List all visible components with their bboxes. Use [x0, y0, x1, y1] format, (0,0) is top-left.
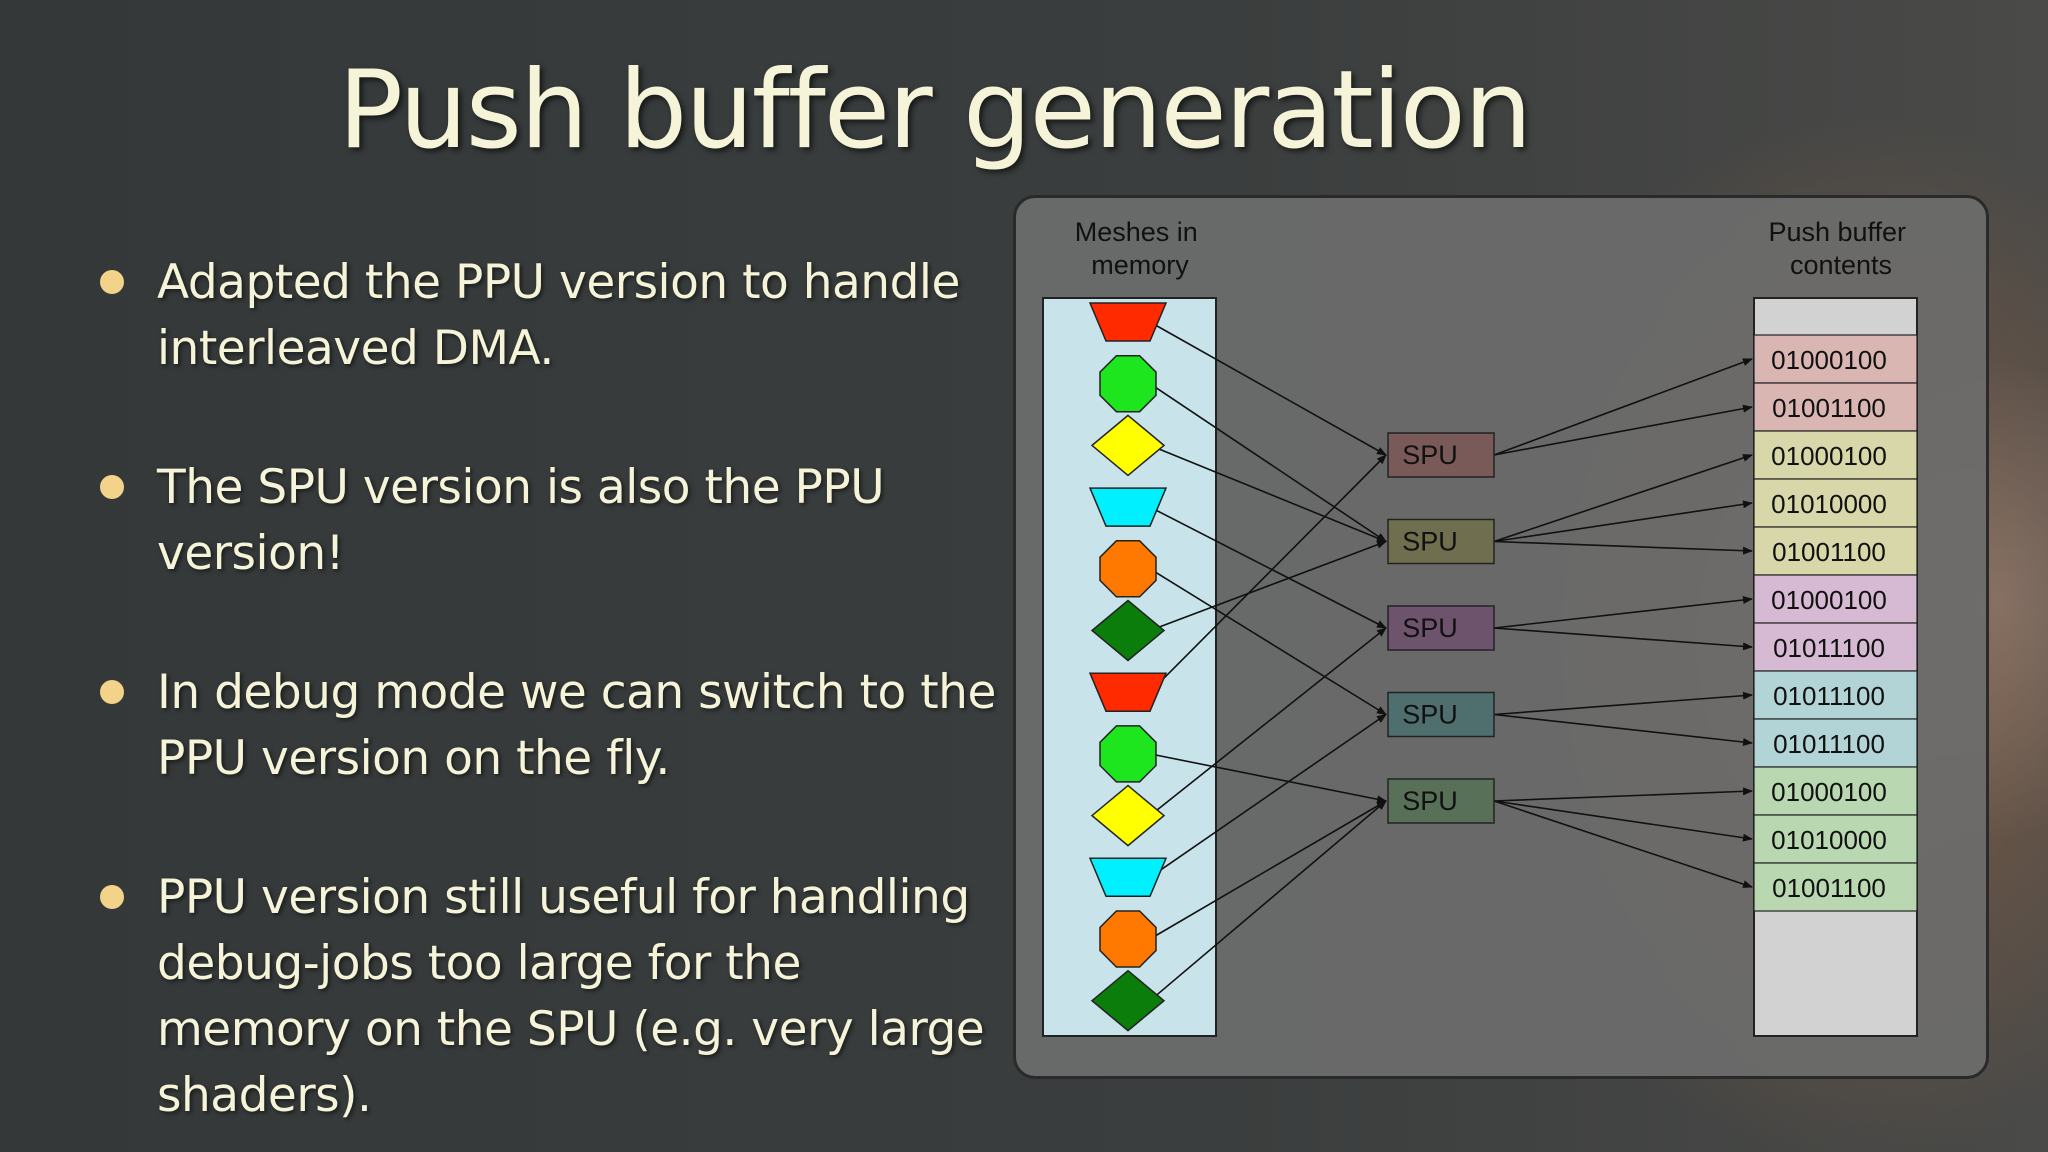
spu-box: [1387, 691, 1495, 738]
octagon-icon: [1099, 354, 1157, 413]
pushbuffer-entry-value: 01001100: [1772, 537, 1886, 567]
trapezoid-icon: [1088, 302, 1168, 342]
spu-box: [1387, 605, 1495, 651]
bullet-dot-icon: [100, 885, 124, 909]
spu-label: SPU: [1402, 613, 1458, 643]
mesh-to-spu-arrow: [1149, 800, 1387, 940]
diamond-icon: [1090, 784, 1166, 847]
pushbuffer-entry: [1753, 622, 1918, 672]
spu-box: [1387, 432, 1495, 478]
mesh-to-spu-arrow: [1149, 568, 1387, 716]
spu-box: [1387, 778, 1495, 824]
mesh-to-spu-arrow: [1149, 540, 1387, 632]
slide-title: Push buffer generation: [338, 48, 1532, 173]
spu-to-buffer-arrow: [1493, 627, 1753, 651]
pushbuffer-entry-value: 01010000: [1771, 489, 1887, 519]
spu-to-buffer-arrow: [1493, 454, 1753, 543]
spu-to-buffer-arrow: [1493, 800, 1753, 888]
pushbuffer-entry-value: 01001100: [1772, 873, 1886, 903]
spu-box: [1387, 518, 1495, 565]
trapezoid-icon: [1088, 857, 1168, 898]
diamond-icon: [1090, 969, 1166, 1032]
mesh-to-spu-arrow: [1149, 383, 1387, 543]
bullet-text: In debug mode we can switch to the PPU v…: [157, 665, 996, 786]
meshes-label: Meshes in memory: [1075, 217, 1206, 280]
spu-to-buffer-arrow: [1493, 691, 1753, 716]
spu-to-buffer-arrow: [1493, 800, 1753, 842]
spu-to-buffer-arrow: [1493, 787, 1753, 802]
pushbuffer-entry: [1753, 478, 1918, 528]
mesh-to-spu-arrow: [1149, 753, 1387, 804]
pushbuffer-entry-value: 01000100: [1771, 585, 1887, 615]
octagon-icon: [1099, 910, 1157, 968]
trapezoid-icon: [1088, 672, 1168, 712]
octagon-icon: [1099, 725, 1157, 783]
pushbuffer-entry: [1753, 430, 1918, 480]
spu-label: SPU: [1402, 440, 1458, 470]
pushbuffer-entry: [1753, 526, 1918, 576]
mesh-to-spu-arrow: [1149, 506, 1387, 629]
pushbuffer-entry-value: 01000100: [1771, 441, 1887, 471]
octagon-icon: [1099, 540, 1157, 598]
bullet-text: Adapted the PPU version to handle interl…: [157, 255, 960, 376]
mesh-to-spu-arrow: [1149, 454, 1387, 693]
diamond-icon: [1090, 414, 1166, 477]
pushbuffer-entry-value: 01000100: [1771, 345, 1887, 375]
pushbuffer-entry: [1753, 766, 1918, 816]
trapezoid-icon: [1088, 487, 1168, 527]
diamond-icon: [1090, 599, 1166, 662]
pushbuffer-entry-value: 01000100: [1771, 777, 1887, 807]
spu-to-buffer-arrow: [1493, 540, 1753, 555]
spu-to-buffer-arrow: [1493, 404, 1753, 456]
mesh-to-spu-arrow: [1149, 627, 1387, 817]
spu-to-buffer-arrow: [1493, 500, 1753, 543]
pushbuffer-entry: [1753, 382, 1918, 432]
pushbuffer-label: Push buffer contents: [1768, 217, 1913, 280]
mesh-to-spu-arrow: [1149, 800, 1387, 1002]
bullet-dot-icon: [100, 475, 124, 499]
bullet-dot-icon: [100, 680, 124, 704]
bullet-dot-icon: [100, 270, 124, 294]
bullet-text: The SPU version is also the PPU version!: [157, 460, 885, 581]
spu-label: SPU: [1402, 527, 1458, 557]
spu-label: SPU: [1402, 700, 1458, 730]
spu-to-buffer-arrow: [1493, 713, 1753, 746]
bullet-text: PPU version still useful for handling de…: [157, 870, 985, 1123]
spu-to-buffer-arrow: [1493, 358, 1753, 456]
pushbuffer-entry-value: 01011100: [1773, 633, 1885, 663]
pushbuffer-entry: [1753, 574, 1918, 624]
spu-label: SPU: [1402, 786, 1458, 816]
mesh-to-spu-arrow: [1149, 444, 1387, 543]
pushbuffer-entry-value: 01010000: [1771, 825, 1887, 855]
pushbuffer-entry: [1753, 718, 1918, 768]
pushbuffer-entry: [1753, 862, 1918, 912]
pushbuffer-entry-value: 01001100: [1772, 393, 1886, 423]
spu-to-buffer-arrow: [1493, 596, 1753, 629]
pushbuffer-entry-value: 01011100: [1773, 729, 1885, 759]
pushbuffer-entry-value: 01011100: [1773, 681, 1885, 711]
mesh-to-spu-arrow: [1149, 713, 1387, 878]
mesh-to-spu-arrow: [1149, 321, 1387, 456]
